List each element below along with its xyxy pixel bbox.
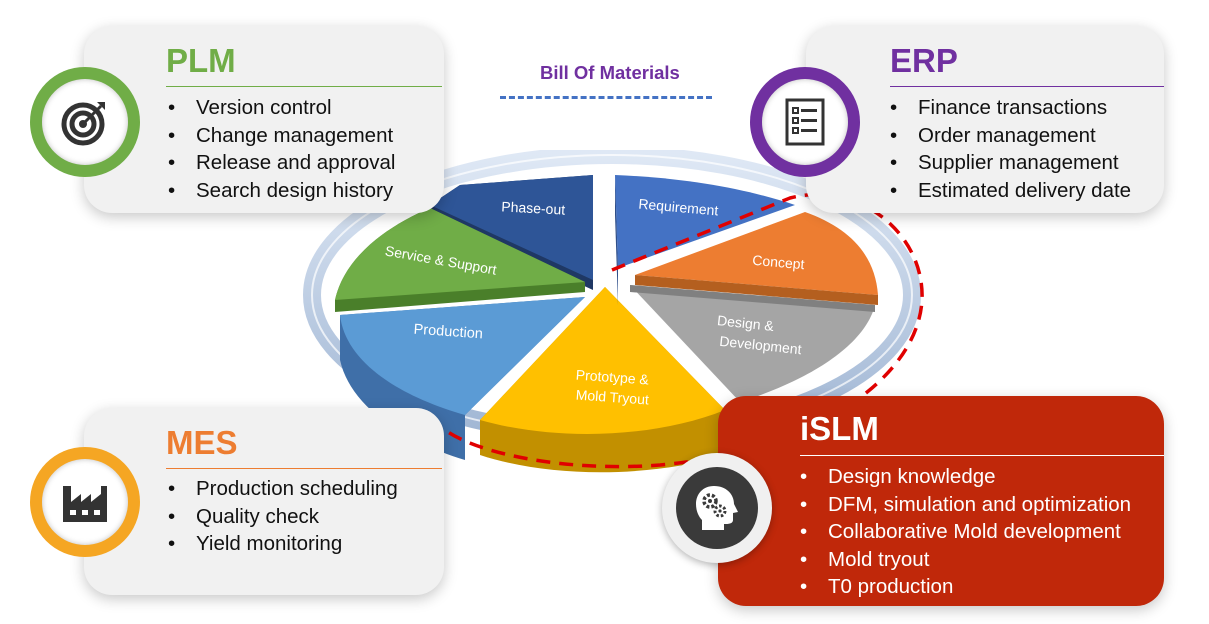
list-item: DFM, simulation and optimization: [800, 491, 1131, 519]
plm-divider: [166, 86, 442, 87]
list-item: Production scheduling: [168, 475, 398, 503]
mes-title: MES: [166, 424, 238, 461]
mes-list: Production scheduling Quality check Yiel…: [168, 475, 398, 558]
islm-list: Design knowledge DFM, simulation and opt…: [800, 463, 1131, 601]
list-item: Design knowledge: [800, 463, 1131, 491]
label-requirement: Requirement: [638, 196, 719, 219]
list-item: Yield monitoring: [168, 530, 398, 558]
mes-divider: [166, 468, 442, 469]
list-item: Version control: [168, 94, 395, 122]
list-item: Quality check: [168, 503, 398, 531]
segment-design: [630, 285, 875, 402]
label-concept: Concept: [752, 252, 805, 272]
list-item: Mold tryout: [800, 546, 1131, 574]
erp-list: Finance transactions Order management Su…: [890, 94, 1131, 204]
mes-badge: [30, 447, 140, 557]
islm-divider: [800, 455, 1164, 456]
list-item: Estimated delivery date: [890, 177, 1131, 205]
factory-icon: [63, 486, 107, 522]
target-icon: [61, 102, 105, 146]
head-gears-icon: [696, 486, 738, 530]
bom-label: Bill Of Materials: [540, 62, 680, 83]
label-production: Production: [413, 322, 483, 343]
label-design-1: Design &: [716, 312, 775, 334]
lifecycle-pie: Phase-out Service & Support Production P…: [303, 150, 924, 473]
islm-title: iSLM: [800, 410, 879, 447]
erp-divider: [890, 86, 1164, 87]
list-item: Change management: [168, 122, 395, 150]
erp-title: ERP: [890, 42, 958, 79]
label-phase-out: Phase-out: [501, 198, 566, 217]
segment-requirement: [615, 175, 795, 268]
list-item: T0 production: [800, 573, 1131, 601]
list-item: Order management: [890, 122, 1131, 150]
list-item: Finance transactions: [890, 94, 1131, 122]
list-item: Release and approval: [168, 149, 395, 177]
list-item: Collaborative Mold development: [800, 518, 1131, 546]
label-prototype-1: Prototype &: [575, 366, 650, 387]
plm-title: PLM: [166, 42, 236, 79]
plm-badge: [30, 67, 140, 177]
erp-badge: [750, 67, 860, 177]
plm-list: Version control Change management Releas…: [168, 94, 395, 204]
list-item: Search design history: [168, 177, 395, 205]
segment-concept: [635, 212, 878, 295]
list-item: Supplier management: [890, 149, 1131, 177]
checklist-icon: [785, 98, 825, 146]
islm-badge: [662, 453, 772, 563]
bom-dashed-line: [500, 96, 712, 99]
label-prototype-2: Mold Tryout: [575, 386, 649, 407]
